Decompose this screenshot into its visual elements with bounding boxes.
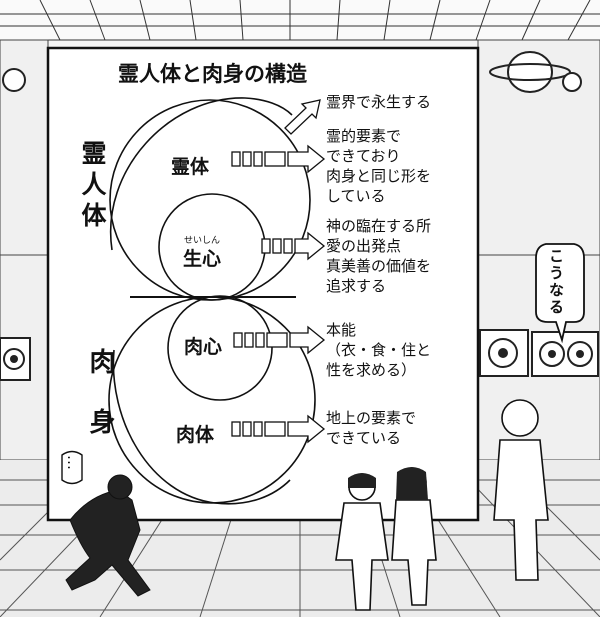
desc-flesh-body: 地上の要素で できている — [326, 408, 416, 448]
label-flesh-body: 肉身 — [85, 348, 115, 468]
desc-line: できている — [326, 429, 402, 447]
diagram-title: 霊人体と肉身の構造 — [118, 62, 307, 86]
node-spirit-mind: 生心 — [183, 248, 222, 270]
node-spirit-mind-ruby: せいしん — [184, 236, 221, 246]
desc-eternal-life: 霊界で永生する — [326, 93, 432, 111]
speech-ellipsis: … — [64, 455, 82, 470]
node-spirit-body: 霊体 — [171, 156, 210, 178]
desc-spirit-body: 霊的要素で できており 肉身と同じ形を している — [326, 126, 431, 206]
desc-line: 真美善の価値を — [326, 257, 432, 275]
desc-line: できており — [326, 147, 401, 165]
desc-line: 性を求める） — [326, 361, 417, 379]
desc-spirit-mind: 神の臨在する所 愛の出発点 真美善の価値を 追求する — [326, 216, 431, 296]
node-flesh-body: 肉体 — [176, 424, 215, 446]
desc-line: 地上の要素で — [326, 409, 417, 427]
desc-line: （衣・食・住と — [326, 341, 432, 359]
speech-bubble-text: こうなる — [547, 248, 565, 316]
desc-line: 追求する — [326, 277, 387, 295]
desc-line: 霊的要素で — [326, 127, 402, 145]
desc-flesh-mind: 本能 （衣・食・住と 性を求める） — [326, 320, 431, 380]
desc-line: 神の臨在する所 — [326, 217, 432, 235]
desc-line: 本能 — [326, 321, 357, 339]
desc-line: 肉身と同じ形を — [326, 167, 432, 185]
desc-line: 愛の出発点 — [326, 237, 402, 255]
node-flesh-mind: 肉心 — [184, 336, 223, 358]
desc-line: している — [326, 187, 386, 205]
label-spirit-person: 霊人体 — [78, 140, 107, 233]
